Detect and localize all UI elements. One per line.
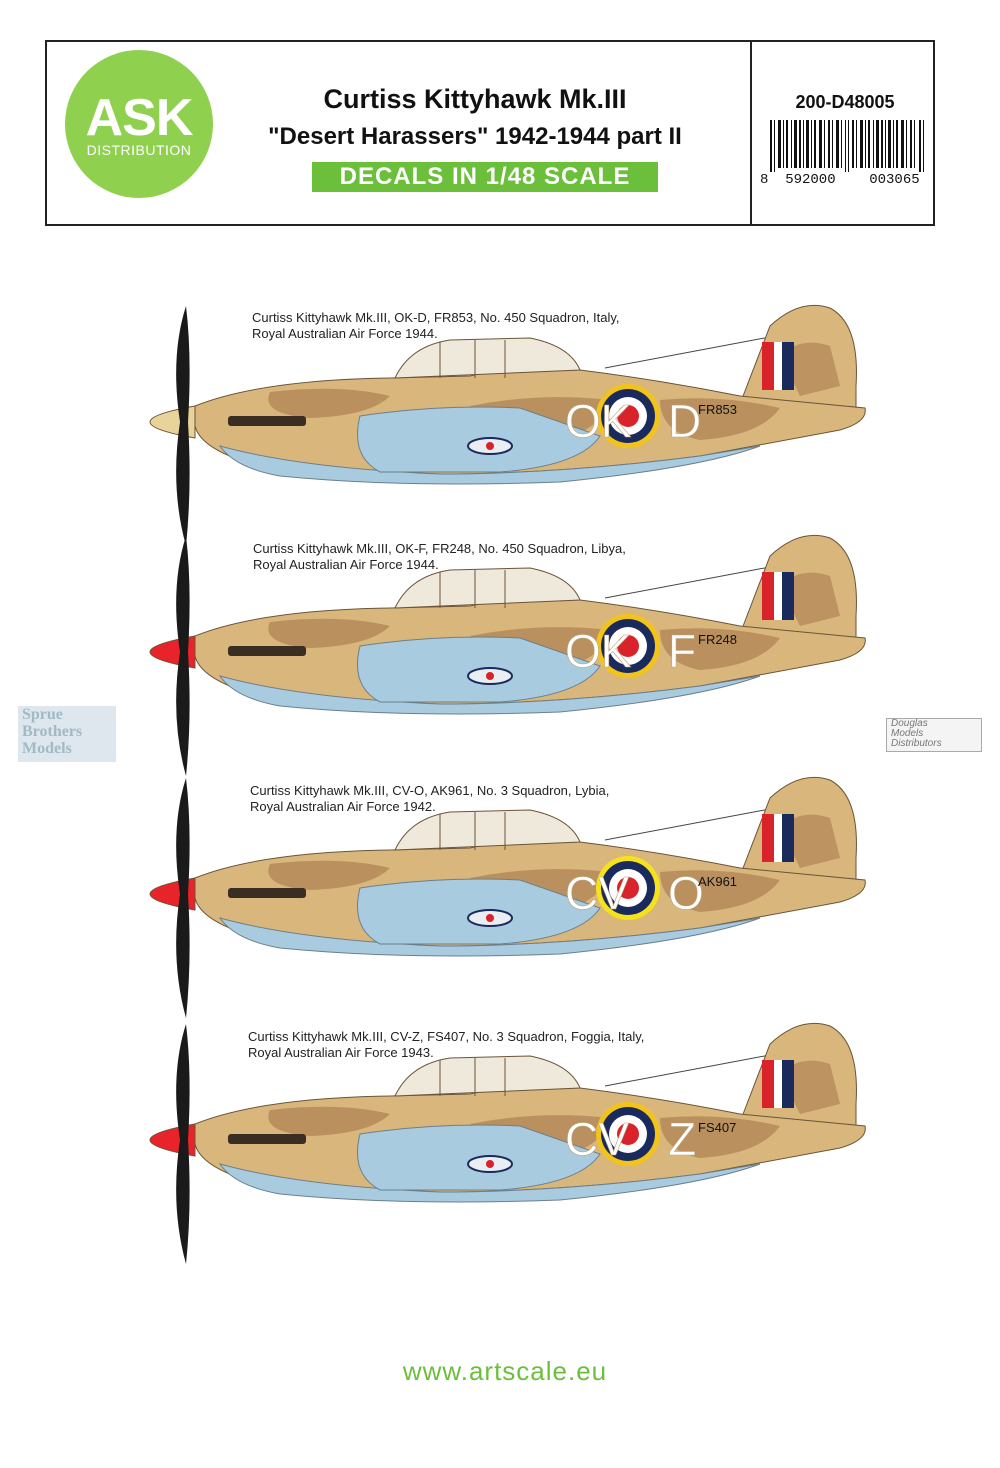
watermark-line: Distributors bbox=[891, 738, 942, 749]
watermark-line: Douglas bbox=[891, 718, 928, 729]
product-code: 200-D48005 bbox=[795, 92, 895, 112]
aircraft-body bbox=[149, 1022, 866, 1264]
aircraft-body bbox=[149, 534, 866, 776]
caption-line: Royal Australian Air Force 1942. bbox=[250, 799, 436, 814]
logo-text: ASK bbox=[85, 89, 194, 147]
scale-text: DECALS IN 1/48 SCALE bbox=[339, 163, 631, 190]
ask-logo bbox=[65, 50, 213, 198]
serial-number: FR248 bbox=[698, 632, 737, 647]
aircraft-letter: D bbox=[668, 395, 701, 447]
barcode-number: 8 592000 003065 bbox=[760, 172, 920, 188]
watermark-line: Sprue bbox=[22, 706, 63, 723]
watermark-line: Models bbox=[22, 740, 72, 757]
aircraft-letter: Z bbox=[668, 1113, 696, 1165]
aircraft-profile-3: CV O AK961 bbox=[149, 776, 866, 1018]
header-divider bbox=[750, 40, 752, 226]
sheet-subtitle: "Desert Harassers" 1942-1944 part II bbox=[268, 123, 682, 150]
aircraft-letter: O bbox=[668, 867, 704, 919]
douglas-models-watermark: Douglas Models Distributors bbox=[886, 718, 982, 752]
aircraft-body bbox=[149, 304, 866, 546]
aircraft-profile-4: CV Z FS407 bbox=[149, 1022, 866, 1264]
watermark-line: Models bbox=[891, 728, 924, 739]
profile-2-caption: Curtiss Kittyhawk Mk.III, OK-F, FR248, N… bbox=[253, 541, 733, 573]
profile-4-caption: Curtiss Kittyhawk Mk.III, CV-Z, FS407, N… bbox=[248, 1029, 728, 1061]
serial-number: FR853 bbox=[698, 402, 737, 417]
aircraft-body bbox=[149, 776, 866, 1018]
caption-line: Royal Australian Air Force 1943. bbox=[248, 1045, 434, 1060]
serial-number: AK961 bbox=[698, 874, 737, 889]
caption-line: Royal Australian Air Force 1944. bbox=[253, 557, 439, 572]
scale-banner bbox=[312, 162, 658, 192]
sprue-brothers-watermark: Sprue Brothers Models bbox=[18, 706, 116, 762]
caption-line: Curtiss Kittyhawk Mk.III, CV-O, AK961, N… bbox=[250, 783, 610, 798]
aircraft-profile-1: OK D FR853 bbox=[149, 304, 866, 546]
squadron-code-left: OK bbox=[565, 625, 632, 677]
squadron-code-left: CV bbox=[565, 867, 629, 919]
watermark-line: Brothers bbox=[22, 723, 83, 740]
squadron-code-left: OK bbox=[565, 395, 632, 447]
aircraft-profile-2: OK F FR248 bbox=[149, 534, 866, 776]
caption-line: Curtiss Kittyhawk Mk.III, OK-D, FR853, N… bbox=[252, 310, 620, 325]
website-url: www.artscale.eu bbox=[402, 1356, 608, 1386]
aircraft-letter: F bbox=[668, 625, 696, 677]
logo-subtext: DISTRIBUTION bbox=[86, 142, 192, 158]
squadron-code-left: CV bbox=[565, 1113, 629, 1165]
caption-line: Curtiss Kittyhawk Mk.III, CV-Z, FS407, N… bbox=[248, 1029, 645, 1044]
barcode bbox=[770, 120, 924, 172]
caption-line: Curtiss Kittyhawk Mk.III, OK-F, FR248, N… bbox=[253, 541, 626, 556]
profile-1-caption: Curtiss Kittyhawk Mk.III, OK-D, FR853, N… bbox=[252, 310, 732, 342]
serial-number: FS407 bbox=[698, 1120, 736, 1135]
caption-line: Royal Australian Air Force 1944. bbox=[252, 326, 438, 341]
profile-3-caption: Curtiss Kittyhawk Mk.III, CV-O, AK961, N… bbox=[250, 783, 730, 815]
sheet-title: Curtiss Kittyhawk Mk.III bbox=[323, 84, 627, 114]
